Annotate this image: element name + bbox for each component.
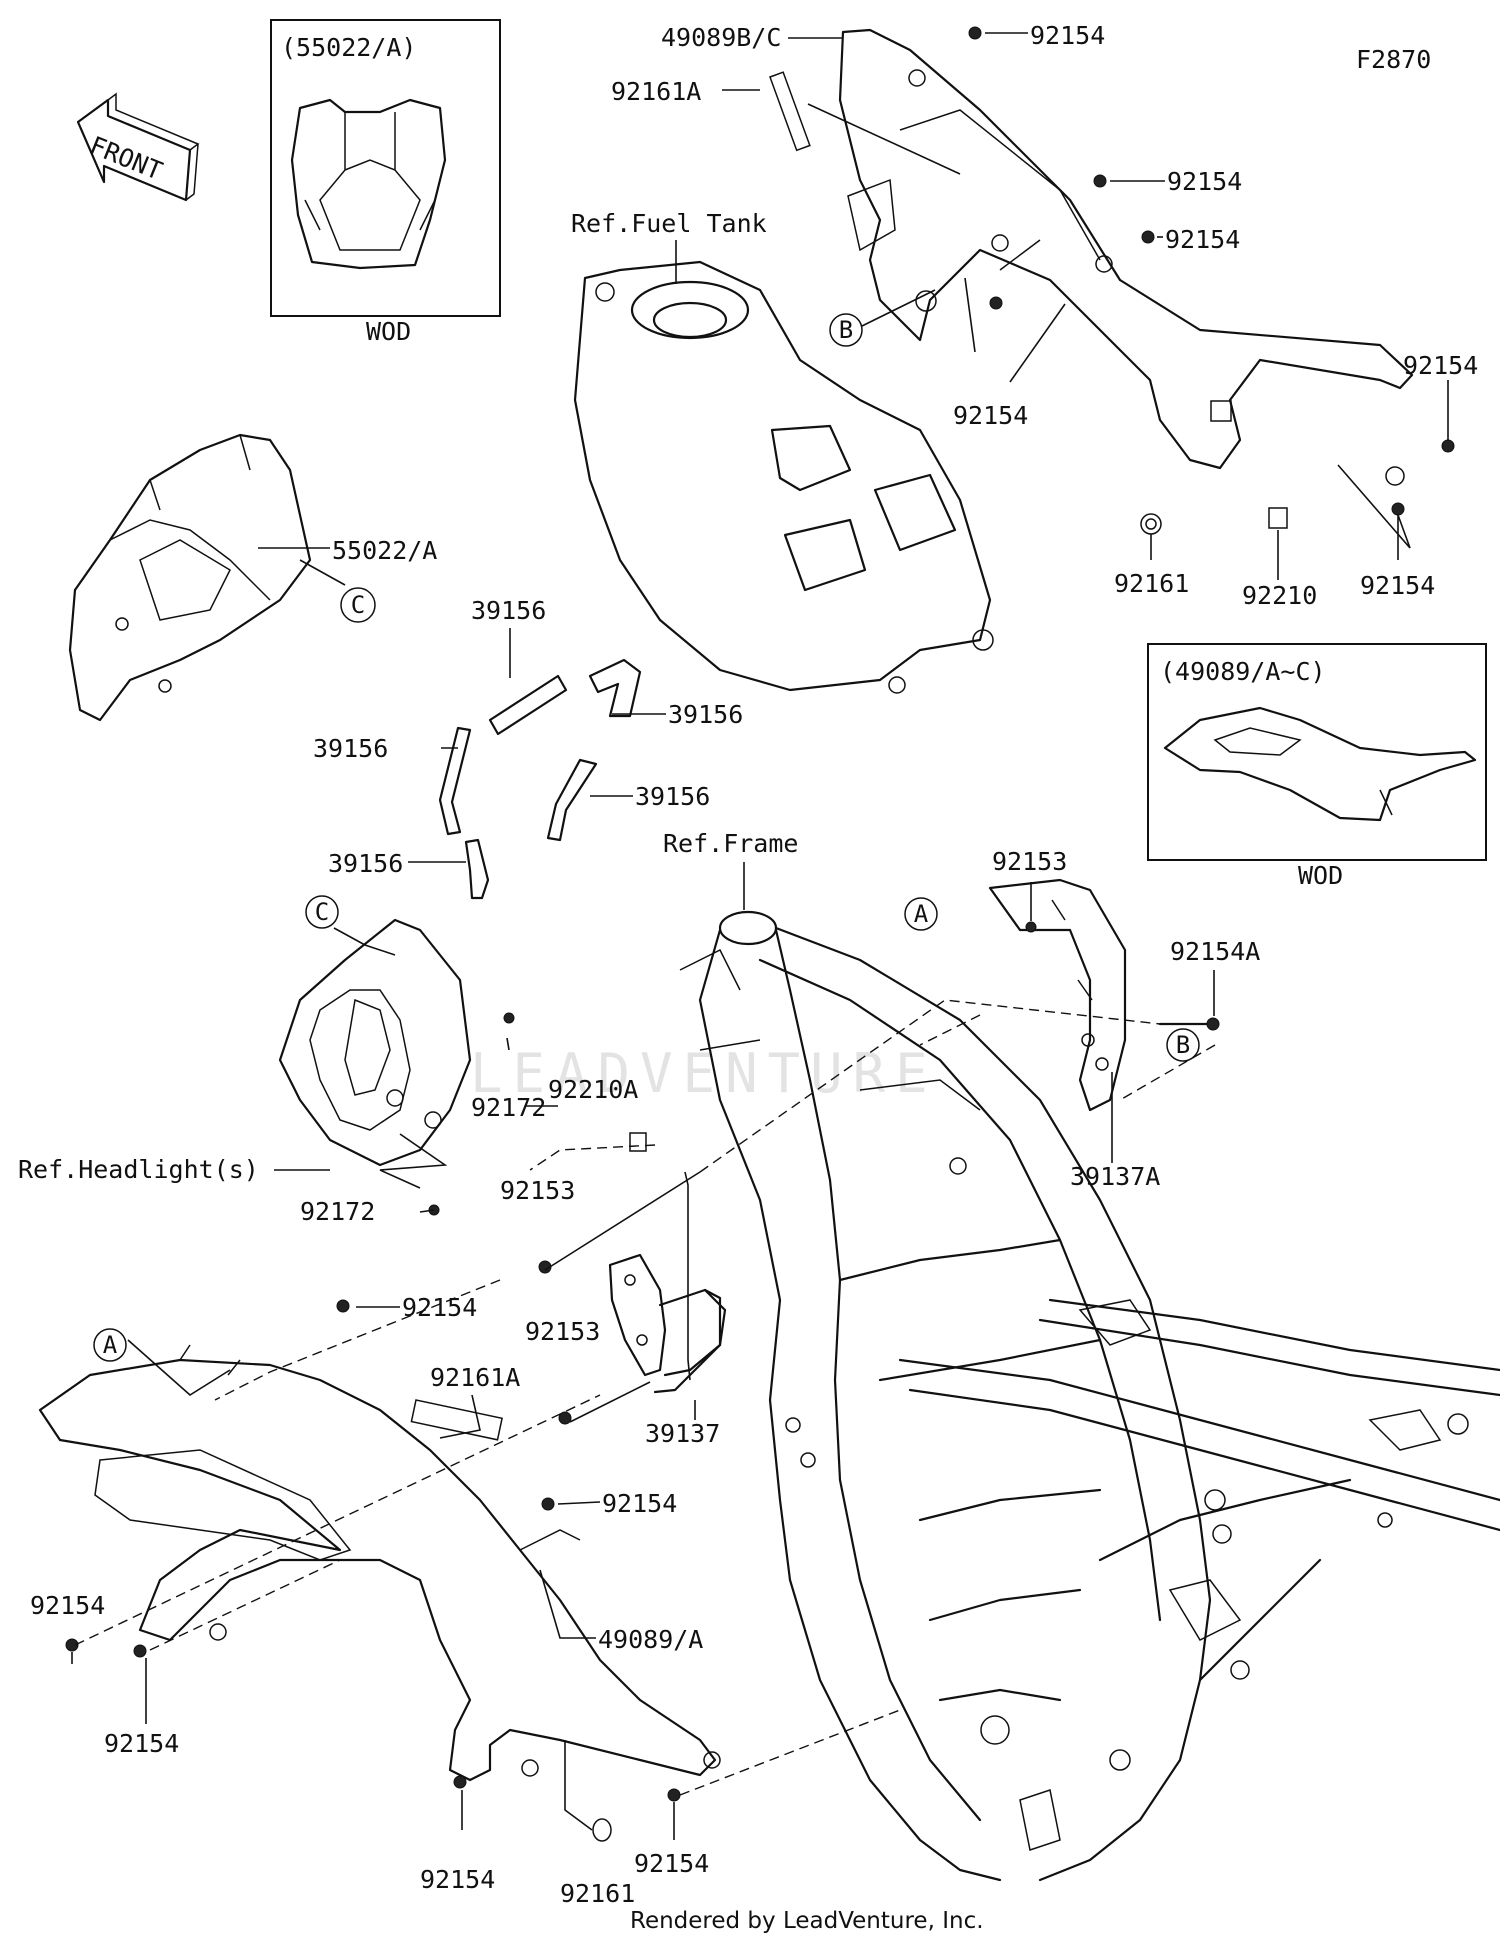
label-92153-top: 92153 [992,847,1067,876]
inset-headlight-cover: (55022/A) WOD [270,19,501,346]
label-92172-2: 92172 [300,1197,375,1226]
marker-a-frame: A [914,900,929,928]
frame: Ref.Frame [663,829,1500,1882]
leader-lines [71,32,1449,1840]
marker-c-headlight: C [315,898,329,926]
bracket-39137a [988,878,1127,1112]
label-39156-2: 39156 [668,700,743,729]
inset-side-cover-caption: WOD [1298,861,1343,890]
side-cover-49089bc [838,28,1414,486]
label-92210a: 92210A [548,1075,638,1104]
side-cover-49089a [38,1344,721,1782]
ref-fuel-tank: Ref.Fuel Tank [571,209,767,238]
label-92154-e: 92154 [1403,351,1478,380]
label-39156-5: 39156 [328,849,403,878]
front-arrow-icon: FRONT [76,92,200,202]
marker-c-upper: C [351,591,365,619]
label-92154-j: 92154 [104,1729,179,1758]
label-92153-low: 92153 [525,1317,600,1346]
trim-strips-39156 [438,658,642,900]
label-92161-top: 92161 [1114,569,1189,598]
label-92154-f: 92154 [1360,571,1435,600]
label-92172-1: 92172 [471,1093,546,1122]
label-49089bc: 49089B/C [661,23,781,52]
label-92154-c: 92154 [1165,225,1240,254]
headlight-cover-55022a [68,433,312,722]
headlight: Ref.Headlight(s) [18,918,472,1184]
label-92154a: 92154A [1170,937,1260,966]
label-92154-g: 92154 [402,1293,477,1322]
label-92154-h: 92154 [602,1489,677,1518]
label-92154-l: 92154 [634,1849,709,1878]
dashed-alignment-lines [74,999,1216,1796]
label-55022a: 55022/A [332,536,437,565]
circle-markers: B C A B C A [93,313,1200,1362]
marker-b-frame: B [1176,1031,1190,1059]
label-39137: 39137 [645,1419,720,1448]
bolt-icons [65,26,1455,1842]
label-92153-mid: 92153 [500,1176,575,1205]
label-39156-3: 39156 [313,734,388,763]
label-92161-low: 92161 [560,1879,635,1908]
ref-headlight: Ref.Headlight(s) [18,1155,259,1184]
label-39137a: 39137A [1070,1162,1160,1191]
label-39156-1: 39156 [471,596,546,625]
ref-frame: Ref.Frame [663,829,798,858]
marker-a-lower: A [103,1331,118,1359]
watermark: LEADVENTURE [470,1042,938,1105]
label-92161a-top: 92161A [611,77,701,106]
part-labels: 49089B/C 92154 92161A 92154 92154 92154 … [30,21,1478,1908]
label-92161a-low: 92161A [430,1363,520,1392]
marker-b-upper: B [839,316,853,344]
label-39156-4: 39156 [635,782,710,811]
inset-side-cover: (49089/A~C) WOD [1147,643,1487,890]
footer-credit: Rendered by LeadVenture, Inc. [630,1908,984,1934]
label-92154-d: 92154 [953,401,1028,430]
label-92154-b: 92154 [1167,167,1242,196]
fuel-tank: Ref.Fuel Tank [571,209,994,694]
inset-headlight-cover-caption: WOD [366,317,411,346]
inset-side-cover-title: (49089/A~C) [1160,657,1326,686]
bracket-39137 [608,1253,727,1394]
label-49089a: 49089/A [598,1625,703,1654]
figure-code: F2870 [1356,45,1431,74]
label-92210: 92210 [1242,581,1317,610]
label-92154-i: 92154 [30,1591,105,1620]
front-label: FRONT [86,131,167,186]
label-92154-k: 92154 [420,1865,495,1894]
label-92154-a: 92154 [1030,21,1105,50]
inset-headlight-cover-title: (55022/A) [281,33,416,62]
